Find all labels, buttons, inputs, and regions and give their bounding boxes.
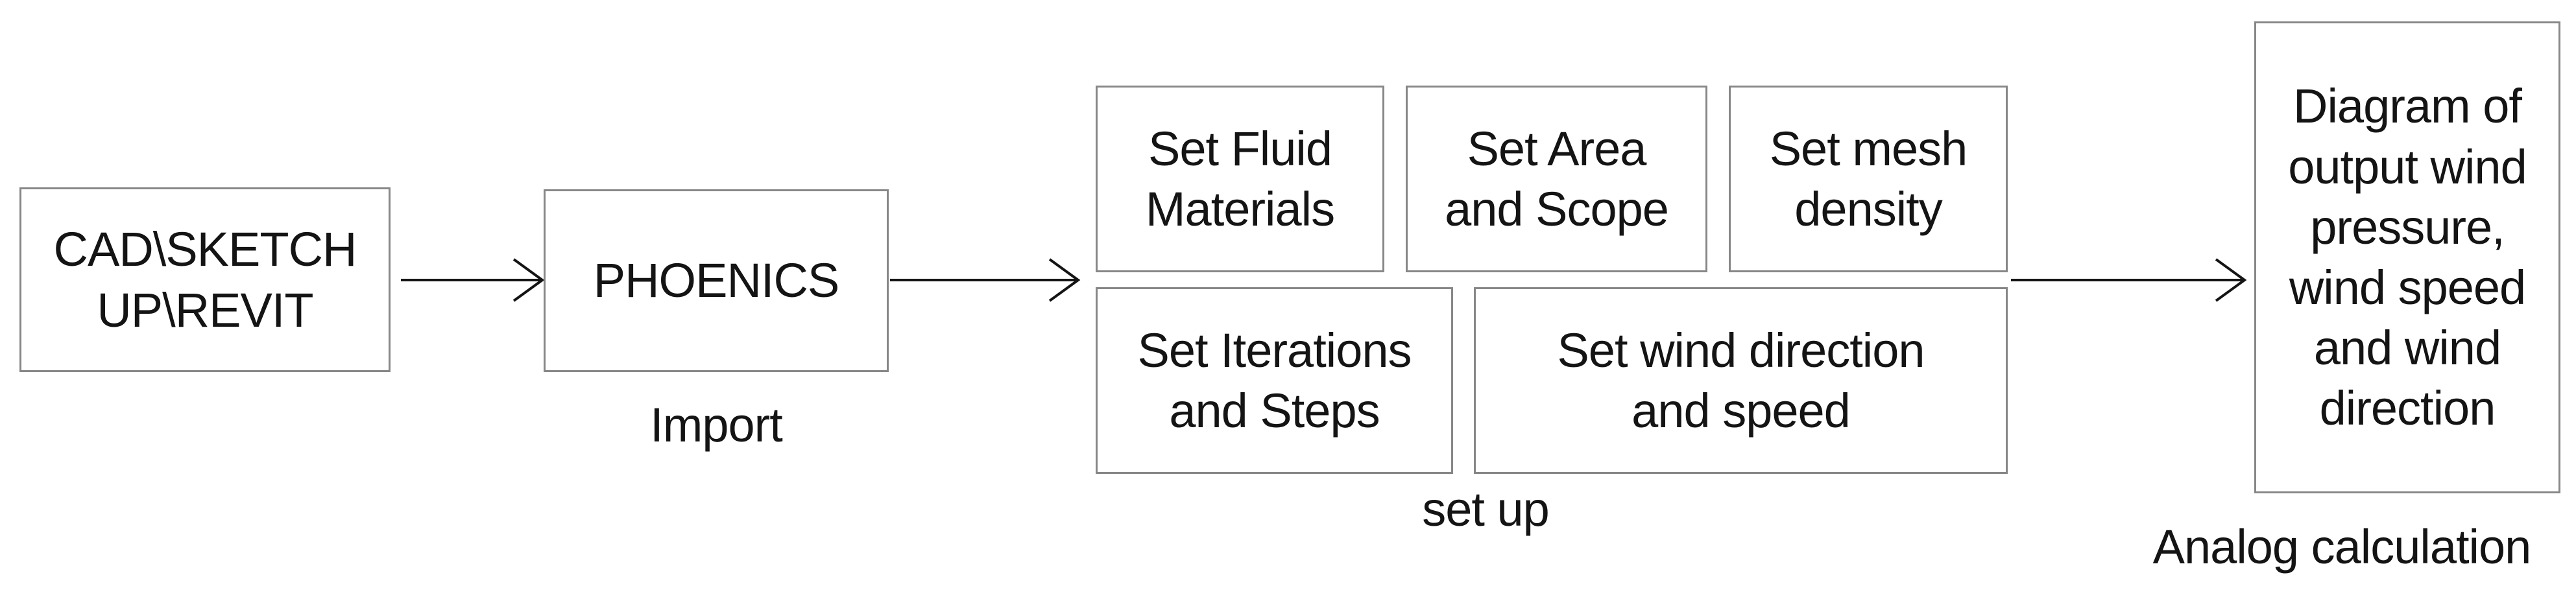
node-phoenics: PHOENICS: [544, 189, 889, 372]
arrow-cad-to-phoenics: [401, 258, 545, 302]
caption-set-up: set up: [1422, 482, 1550, 536]
node-set-area-and-scope: Set Area and Scope: [1406, 86, 1707, 272]
node-output-diagram: Diagram of output wind pressure, wind sp…: [2254, 21, 2560, 493]
node-cad-sketchup-revit: CAD\SKETCH UP\REVIT: [19, 187, 391, 372]
node-set-wind-direction-and-speed: Set wind direction and speed: [1474, 287, 2008, 474]
caption-import: Import: [650, 398, 783, 452]
arrow-setup-to-output: [2011, 258, 2247, 302]
node-set-iterations-and-steps: Set Iterations and Steps: [1096, 287, 1453, 474]
node-set-mesh-density: Set mesh density: [1729, 86, 2008, 272]
caption-analog-calculation: Analog calculation: [2152, 520, 2532, 574]
node-set-fluid-materials: Set Fluid Materials: [1096, 86, 1384, 272]
arrow-phoenics-to-setup: [890, 258, 1081, 302]
